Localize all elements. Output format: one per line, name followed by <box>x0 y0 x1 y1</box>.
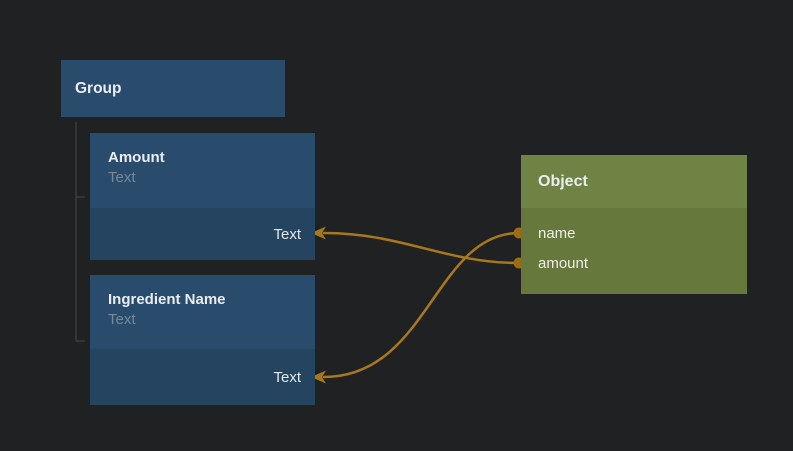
amount-node-subtitle: Text <box>108 169 136 186</box>
object-node-title: Object <box>538 172 588 190</box>
node-object[interactable]: Object name amount <box>521 155 747 294</box>
object-node-header: Object <box>521 155 747 208</box>
amount-node-header: Amount Text <box>90 133 315 208</box>
ingredient-node-title: Ingredient Name <box>108 291 226 308</box>
group-node-title: Group <box>75 79 122 97</box>
node-ingredient-name[interactable]: Ingredient Name Text Text <box>90 275 315 405</box>
object-node-body: name amount <box>521 208 747 294</box>
ingredient-node-subtitle: Text <box>108 311 136 328</box>
ingredient-node-header: Ingredient Name Text <box>90 275 315 349</box>
amount-input-label: Text <box>273 225 301 243</box>
wire-amount-to-amount[interactable] <box>322 231 521 265</box>
amount-node-title: Amount <box>108 149 165 166</box>
object-field-name[interactable]: name <box>521 218 747 248</box>
node-amount[interactable]: Amount Text Text <box>90 133 315 260</box>
object-field-amount[interactable]: amount <box>521 248 747 278</box>
object-field-amount-label: amount <box>538 254 589 272</box>
object-field-name-label: name <box>538 224 576 242</box>
amount-text-input-slot[interactable]: Text <box>90 208 315 260</box>
ingredient-text-input-slot[interactable]: Text <box>90 349 315 405</box>
node-group[interactable]: Group <box>61 60 285 117</box>
ingredient-input-label: Text <box>273 368 301 386</box>
wire-name-to-ingredient[interactable] <box>322 231 521 379</box>
group-tree-line <box>75 122 85 342</box>
